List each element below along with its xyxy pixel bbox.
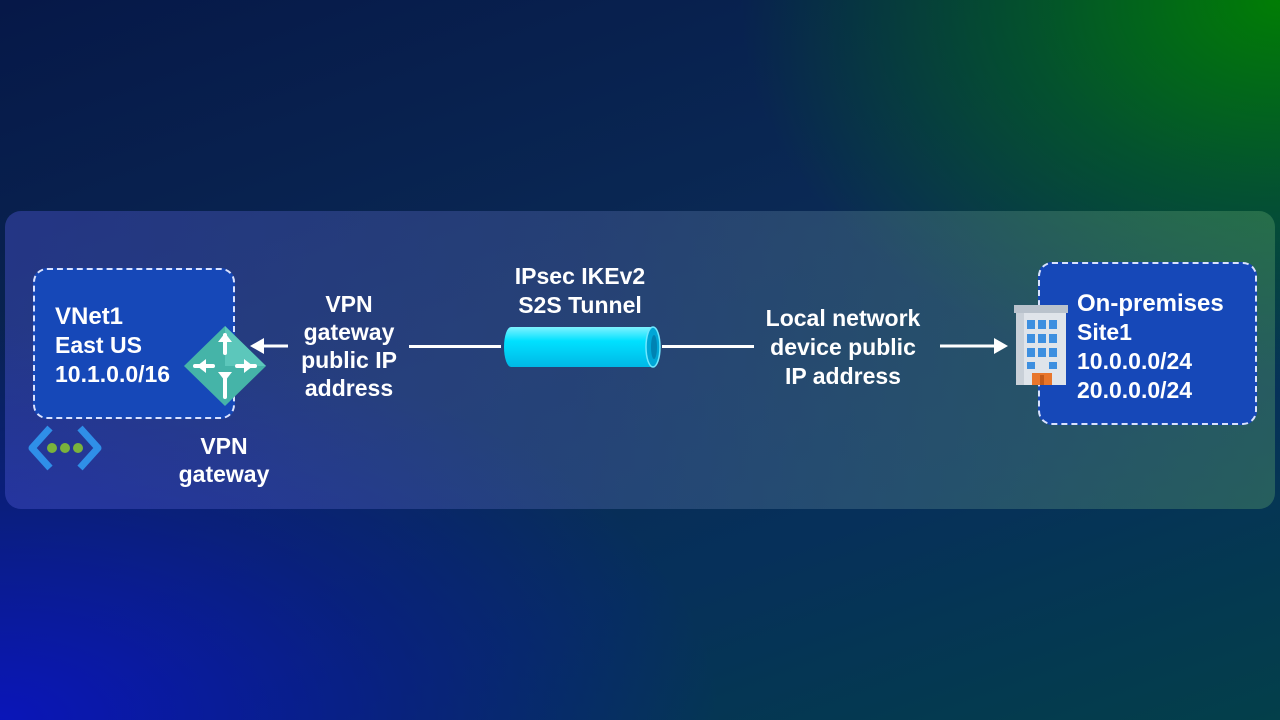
local-device-ip-label-2: device public — [770, 334, 916, 360]
vnet-box — [33, 268, 235, 419]
vpn-gateway-label-2: gateway — [178, 461, 270, 487]
on-premises-prefix-1: 10.0.0.0/24 — [1077, 348, 1193, 374]
gateway-public-ip-label-4: address — [304, 375, 394, 401]
arrow-left-icon — [250, 338, 288, 354]
vpn-gateway-icon — [184, 326, 266, 406]
vnet-region: East US — [55, 332, 142, 358]
on-premises-site: Site1 — [1077, 319, 1132, 345]
vnet-name: VNet1 — [55, 303, 124, 330]
gateway-public-ip-label-3: public IP — [301, 347, 397, 373]
tunnel-label-2: S2S Tunnel — [518, 292, 642, 318]
connector-line-right — [662, 345, 754, 348]
connector-line-left — [409, 345, 501, 348]
building-icon — [1014, 305, 1068, 385]
vpn-gateway-label-1: VPN — [200, 433, 248, 459]
tunnel-pipe-icon — [504, 326, 661, 368]
on-premises-prefix-2: 20.0.0.0/24 — [1077, 377, 1193, 403]
local-device-ip-label-3: IP address — [785, 363, 901, 389]
on-premises-title: On-premises — [1077, 290, 1224, 317]
gateway-public-ip-label-1: VPN — [325, 291, 373, 317]
on-premises-box — [1038, 262, 1257, 425]
tunnel-label-1: IPsec IKEv2 — [514, 263, 646, 289]
local-device-ip-label-1: Local network — [765, 305, 921, 331]
arrow-right-icon — [940, 338, 1008, 354]
virtual-network-icon — [28, 425, 102, 471]
vnet-address-space: 10.1.0.0/16 — [55, 361, 171, 387]
gateway-public-ip-label-2: gateway — [303, 319, 395, 345]
